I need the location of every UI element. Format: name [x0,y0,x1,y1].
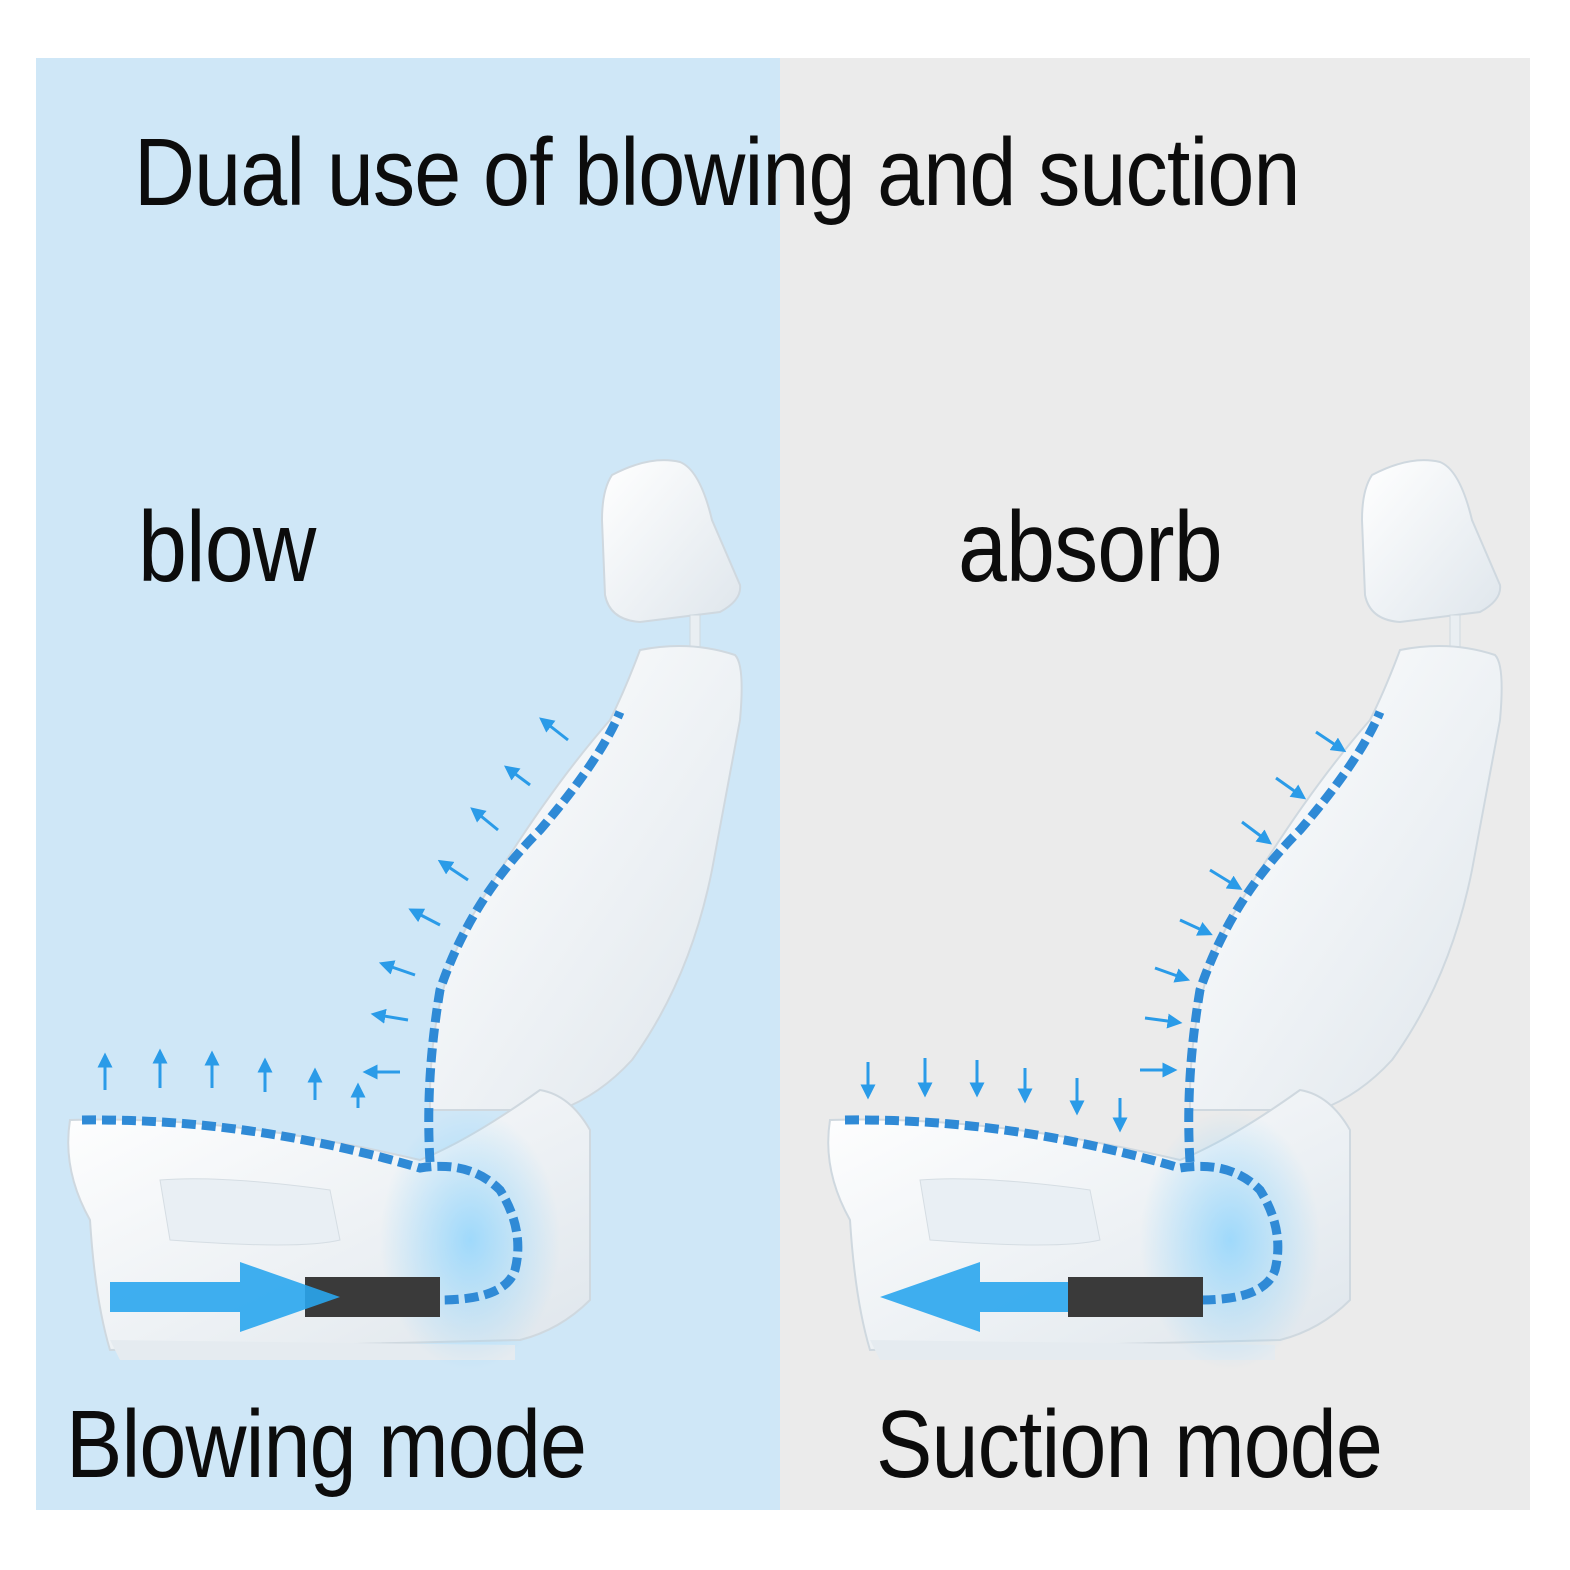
fan-unit [1068,1277,1203,1317]
exhaust-arrow [880,1262,1068,1332]
backrest-air-duct [1184,710,1385,1163]
diagram-title: Dual use of blowing and suction [134,119,1300,226]
absorb-label: absorb [958,491,1223,603]
airflow-glow [380,1110,560,1370]
suction-seat [827,459,1503,1370]
suction-arrows-backrest [1140,730,1347,1078]
blowing-seat [67,459,743,1370]
blow-label: blow [138,491,316,603]
backrest [428,645,743,1111]
seat-air-duct [844,1115,1283,1305]
suction-mode-caption: Suction mode [876,1391,1383,1498]
headrest [1360,459,1502,624]
airflow-glow [1140,1110,1320,1370]
intake-arrow [110,1262,340,1332]
blowing-mode-caption: Blowing mode [66,1391,587,1498]
seat-side-panel [159,1178,341,1246]
seat-rail [870,1340,1275,1360]
seat-side-panel [919,1178,1101,1246]
headrest [600,459,742,624]
blow-arrows-seat [97,1048,366,1108]
seat-air-duct [81,1115,523,1305]
seat-rail [110,1340,515,1360]
backrest [1188,645,1503,1111]
suction-arrows-seat [860,1058,1128,1133]
backrest-air-duct [424,710,625,1163]
blow-arrows-backrest [362,717,569,1080]
